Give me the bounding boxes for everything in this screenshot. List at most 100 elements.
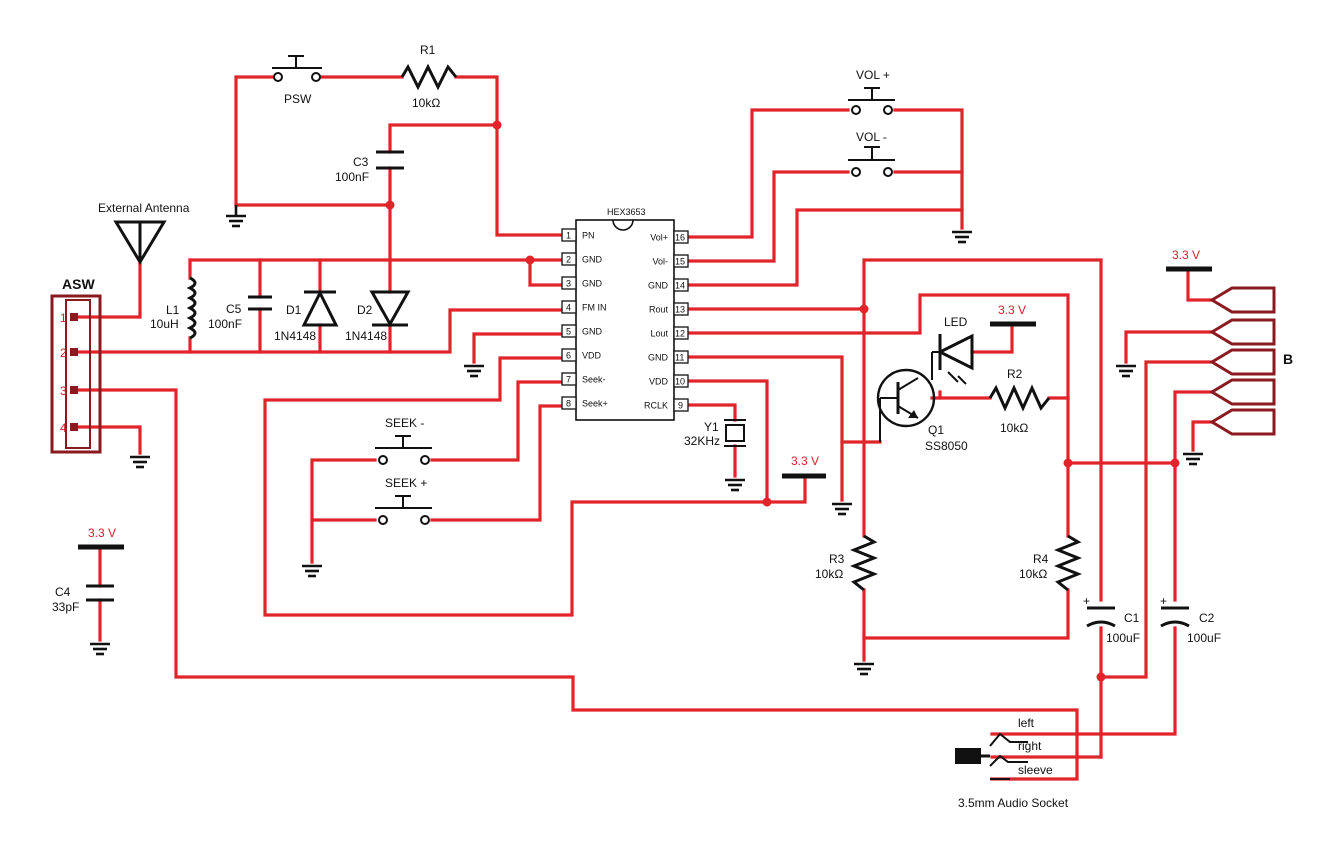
c2-plus: + bbox=[1160, 594, 1167, 608]
asw-connector bbox=[50, 294, 102, 454]
r4-value: 10kΩ bbox=[1019, 567, 1047, 581]
ic-pin-label: Lout bbox=[650, 329, 668, 339]
c1-plus: + bbox=[1083, 594, 1090, 608]
c5-label: C5 bbox=[226, 302, 242, 316]
c5-capacitor bbox=[248, 295, 272, 311]
q1-transistor bbox=[876, 368, 936, 442]
d1-label: D1 bbox=[286, 303, 302, 317]
ic-pin-number: 1 bbox=[566, 231, 571, 241]
ic-pin-label: GND bbox=[648, 281, 669, 291]
ground-icons bbox=[90, 205, 1203, 676]
wires bbox=[73, 75, 1214, 781]
vol-minus-switch bbox=[848, 146, 895, 177]
d1-value: 1N4148 bbox=[274, 329, 316, 343]
ic-pin-number: 16 bbox=[675, 233, 685, 243]
ic-name: HEX3653 bbox=[607, 207, 646, 217]
ic-pin-number: 2 bbox=[566, 255, 571, 265]
supply-label-c4: 3.3 V bbox=[88, 526, 116, 540]
r2-value: 10kΩ bbox=[1000, 421, 1028, 435]
seek-minus-label: SEEK - bbox=[385, 416, 424, 430]
ic-pin-label: RCLK bbox=[644, 401, 668, 411]
y1-label: Y1 bbox=[704, 420, 719, 434]
socket-right-label: right bbox=[1018, 739, 1042, 753]
r1-label: R1 bbox=[420, 43, 436, 57]
d2-diode bbox=[369, 290, 411, 328]
seek-plus-switch bbox=[375, 495, 432, 525]
r3-label: R3 bbox=[829, 552, 845, 566]
ic-pin-4: 4 FM IN bbox=[561, 300, 607, 314]
seek-minus-switch bbox=[375, 435, 432, 465]
ic-pin-8: 8 Seek+ bbox=[561, 396, 608, 410]
ic-pin-label: Seek+ bbox=[582, 399, 608, 409]
ic-pin-10: 10 VDD bbox=[649, 374, 689, 388]
r3-value: 10kΩ bbox=[815, 567, 843, 581]
ic-pin-number: 5 bbox=[566, 327, 571, 337]
ic-pin-number: 6 bbox=[566, 351, 571, 361]
ic-pin-12: 12 Lout bbox=[650, 326, 689, 340]
b-label: B bbox=[1283, 351, 1293, 367]
asw-pin-1: 1 bbox=[60, 311, 67, 325]
ic-pin-number: 10 bbox=[675, 377, 685, 387]
ic-pin-label: Seek- bbox=[582, 375, 606, 385]
ic-pin-label: VDD bbox=[582, 351, 602, 361]
ic-pin-number: 12 bbox=[675, 329, 685, 339]
ic-pin-label: Vol+ bbox=[650, 233, 668, 243]
ic-pin-number: 4 bbox=[566, 303, 571, 313]
socket-sleeve-label: sleeve bbox=[1018, 763, 1053, 777]
ic-pin-number: 14 bbox=[675, 281, 685, 291]
c2-capacitor bbox=[1160, 606, 1190, 628]
c1-label: C1 bbox=[1124, 611, 1140, 625]
ic-pin-6: 6 VDD bbox=[561, 348, 602, 362]
audio-socket-icon bbox=[955, 732, 1028, 780]
ic-pin-16: 16 Vol+ bbox=[650, 230, 689, 244]
y1-value: 32KHz bbox=[684, 434, 720, 448]
psw-switch bbox=[272, 55, 322, 82]
d1-diode bbox=[301, 289, 339, 327]
ic-pin-label: GND bbox=[582, 279, 603, 289]
r1-value: 10kΩ bbox=[412, 96, 440, 110]
d2-label: D2 bbox=[357, 303, 373, 317]
c4-capacitor bbox=[86, 584, 114, 602]
d2-value: 1N4148 bbox=[345, 329, 387, 343]
c2-value: 100uF bbox=[1187, 631, 1221, 645]
q1-value: SS8050 bbox=[925, 439, 968, 453]
ic-pin-label: GND bbox=[582, 327, 603, 337]
c1-capacitor bbox=[1086, 606, 1116, 628]
y1-crystal bbox=[724, 419, 746, 447]
led-label: LED bbox=[944, 315, 968, 329]
ic-hex3653 bbox=[575, 219, 675, 421]
q1-label: Q1 bbox=[928, 423, 944, 437]
c3-capacitor bbox=[376, 150, 404, 170]
ic-pin-number: 11 bbox=[675, 353, 684, 363]
psw-label: PSW bbox=[284, 92, 312, 106]
vol-minus-label: VOL - bbox=[856, 130, 887, 144]
labels: PSW R1 10kΩ C3 100nF External Antenna L1… bbox=[52, 43, 1293, 810]
c3-label: C3 bbox=[353, 155, 369, 169]
junction-dots bbox=[385, 120, 1180, 682]
c2-label: C2 bbox=[1199, 611, 1215, 625]
ic-pin-label: VDD bbox=[649, 377, 669, 387]
r2-label: R2 bbox=[1007, 367, 1023, 381]
r1-resistor bbox=[400, 63, 458, 91]
supply-label-b: 3.3 V bbox=[1172, 248, 1200, 262]
r4-label: R4 bbox=[1033, 552, 1049, 566]
l1-value: 10uH bbox=[150, 317, 179, 331]
ic-pin-number: 3 bbox=[566, 279, 571, 289]
antenna-label: External Antenna bbox=[98, 201, 190, 215]
asw-label: ASW bbox=[62, 276, 95, 292]
led-icon bbox=[931, 333, 974, 385]
b-connector bbox=[1209, 286, 1276, 436]
ic-pin-label: FM IN bbox=[582, 303, 607, 313]
ic-pin-number: 8 bbox=[566, 399, 571, 409]
ic-pin-14: 14 GND bbox=[648, 278, 689, 292]
